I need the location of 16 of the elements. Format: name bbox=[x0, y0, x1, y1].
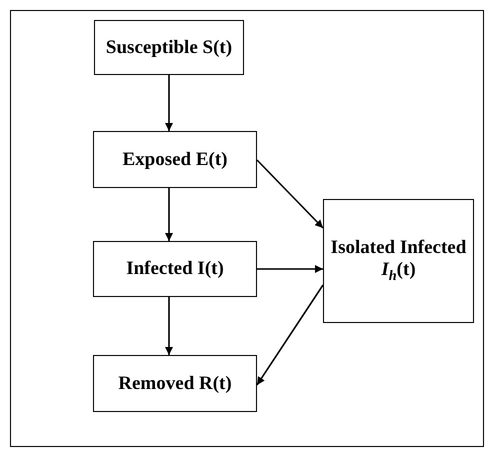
process-box bbox=[93, 355, 257, 412]
arrow bbox=[165, 188, 173, 241]
box-label: Susceptible S(t) bbox=[106, 36, 232, 58]
arrow bbox=[257, 265, 323, 273]
process-box bbox=[94, 20, 244, 75]
process-box bbox=[323, 199, 474, 323]
arrow bbox=[256, 284, 324, 386]
box-label: Removed R(t) bbox=[118, 372, 232, 394]
box-label: Infected I(t) bbox=[126, 258, 224, 280]
box-label: Isolated Infected I$_{h}$(t) bbox=[330, 237, 468, 284]
arrow bbox=[165, 297, 173, 355]
process-box bbox=[93, 241, 257, 297]
arrow bbox=[256, 159, 324, 229]
arrow bbox=[165, 75, 173, 131]
box-label: Exposed E(t) bbox=[122, 148, 228, 170]
process-box bbox=[93, 131, 257, 188]
